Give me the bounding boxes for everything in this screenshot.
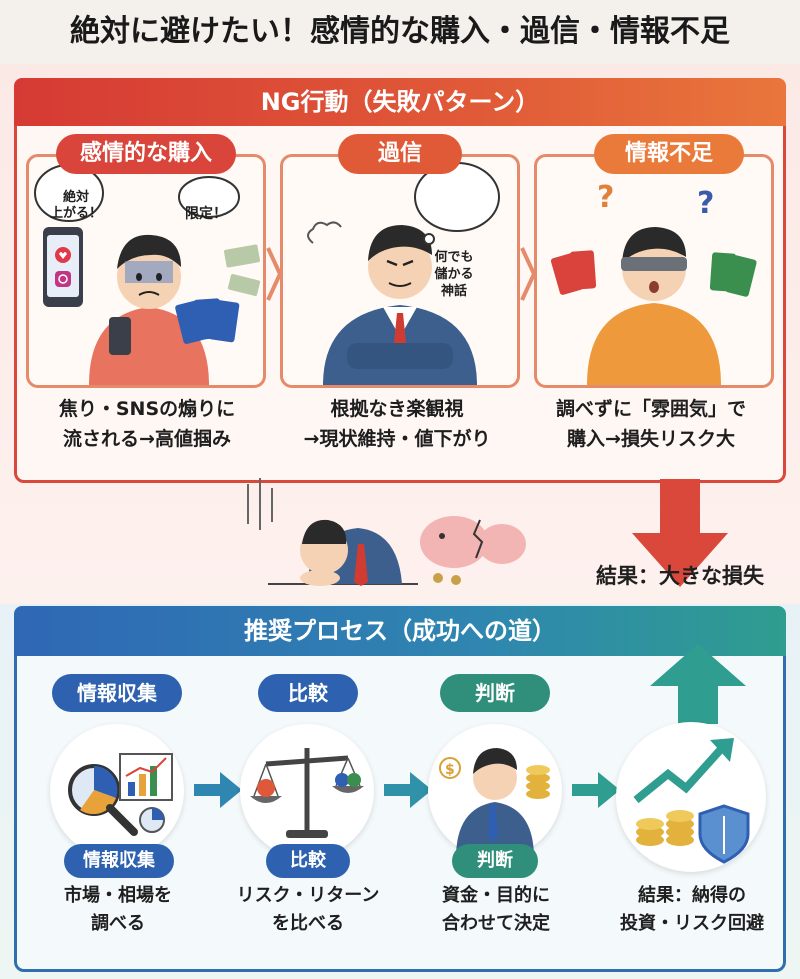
ng-panel-overconfidence [280,154,520,388]
step-circle-research [50,724,184,858]
ng-caption-emotional-line1: 焦り・SNSの煽りに [58,398,236,420]
down-arrow-icon [632,479,728,587]
step-circle-decide: $ [428,724,562,858]
ng-label-lack-info: 情報不足 [594,134,744,174]
svg-text:?: ? [597,180,614,215]
blindfold-icon [621,257,687,271]
svg-text:$: $ [445,762,455,778]
step-caption-decide-line1: 資金・目的に [442,885,550,906]
bubble-absolutely-up: 絶対 上がる！ [49,190,102,221]
ng-panel-emotional [26,154,266,388]
result-circle [616,722,766,872]
ng-caption-overconfidence-line2: →現状維持・値下がり [303,428,491,450]
bubble-limited: 限定！ [185,206,227,222]
step-caption-research: 市場・相場を 調べる [28,882,208,938]
step-caption-compare-line2: を比べる [272,913,344,934]
ng-label-emotional: 感情的な購入 [56,134,236,174]
step-caption-compare: リスク・リターン を比べる [218,882,398,938]
step-caption-decide: 資金・目的に 合わせて決定 [406,882,586,938]
growth-coins-shield-icon [633,738,750,864]
step-sub-compare: 比較 [266,844,350,878]
step-caption-research-line1: 市場・相場を [64,885,172,906]
process-result: 結果：納得の 投資・リスク回避 [600,882,784,938]
process-result-line1: 結果：納得の [638,885,746,906]
ng-caption-lack-info-line1: 調べずに「雰囲気」で [555,398,746,420]
ng-caption-lack-info-line2: 購入→損失リスク大 [567,428,735,450]
ng-label-overconfidence: 過信 [338,134,462,174]
step-label-research: 情報収集 [52,674,182,712]
bubble-myth: 何でも 儲かる 神話 [434,250,474,299]
blindfolded-buyer-illustration: ? ? [550,180,757,385]
thinking-man-icon: $ [439,748,550,858]
balance-scale-icon [250,748,364,838]
chevron-right-icon [520,247,537,301]
loss-illustration [247,478,526,586]
ng-section: NG行動（失敗パターン） [0,64,800,604]
process-header: 推奨プロセス（成功への道） [14,606,786,656]
ng-header: NG行動（失敗パターン） [14,78,786,126]
process-section: 推奨プロセス（成功への道） 情報収集 情報収集 市場・相場を 調べる 比較 [0,604,800,979]
arrow-right-icon [572,772,620,808]
ng-caption-emotional: 焦り・SNSの煽りに 流される→高値掴み [22,394,272,454]
ng-caption-emotional-line2: 流される→高値掴み [63,428,231,450]
step-caption-research-line2: 調べる [91,913,145,934]
chevron-right-icon [266,247,283,301]
ng-result: 結果：大きな損失 [596,564,764,588]
ng-caption-lack-info: 調べずに「雰囲気」で 購入→損失リスク大 [526,394,776,454]
up-arrow-icon [650,644,746,724]
ng-caption-overconfidence: 根拠なき楽観視 →現状維持・値下がり [272,394,522,454]
process-result-line2: 投資・リスク回避 [620,913,764,934]
emotional-buyer-illustration [34,164,261,385]
step-caption-compare-line1: リスク・リターン [236,885,380,906]
ng-caption-overconfidence-line1: 根拠なき楽観視 [330,398,464,420]
ng-panel-lack-info: ? ? [534,154,774,388]
step-circle-compare [240,724,374,858]
step-label-compare: 比較 [258,674,358,712]
magnifier-chart-icon [68,753,173,836]
instagram-icon [55,271,71,287]
overconfident-man-illustration [307,162,500,385]
step-label-decide: 判断 [440,674,550,712]
svg-text:?: ? [697,186,714,221]
arrow-right-icon [384,772,432,808]
step-sub-research: 情報収集 [64,844,174,878]
piggy-bank-icon [420,516,488,568]
step-sub-decide: 判断 [452,844,538,878]
page-title: 絶対に避けたい！感情的な購入・過信・情報不足 [70,14,730,49]
arrow-right-icon [194,772,242,808]
step-caption-decide-line2: 合わせて決定 [442,913,550,934]
